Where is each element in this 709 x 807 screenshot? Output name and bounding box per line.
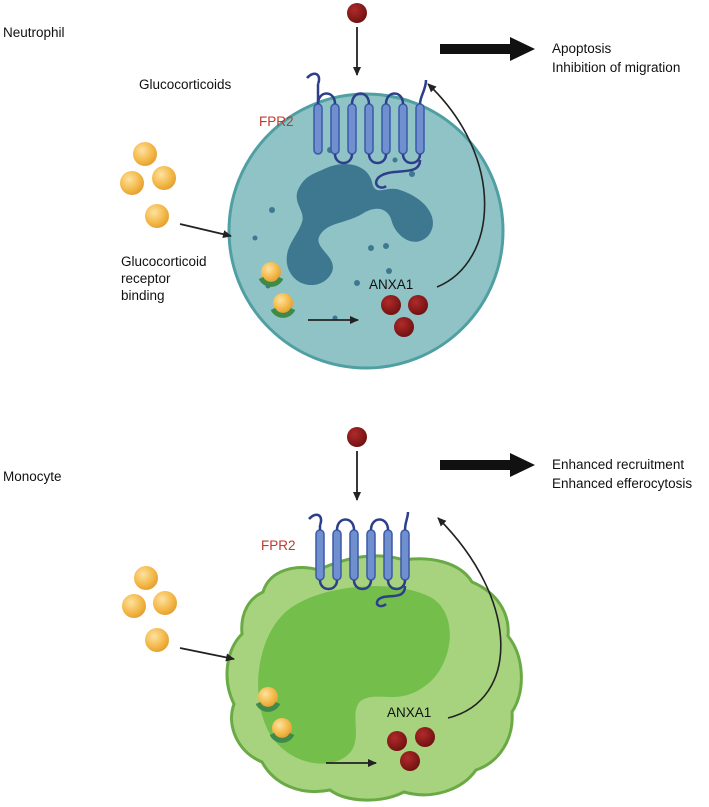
secretion-arrow-monocyte — [437, 517, 502, 719]
glucocorticoids-label: Glucocorticoids — [139, 77, 232, 92]
neutrophil-panel: Neutrophil Glucocorticoids FPR2 Glucocor… — [3, 3, 680, 370]
glucocorticoid-molecules-neutrophil — [120, 142, 176, 228]
neutrophil-label: Neutrophil — [3, 25, 65, 40]
neutrophil-granules — [252, 147, 415, 321]
anxa1-ligand-neutrophil — [347, 3, 367, 23]
binding-label-line-1: Glucocorticoid — [121, 254, 207, 269]
binding-label-line-2: receptor — [121, 271, 171, 286]
fpr2-receptor-neutrophil — [306, 72, 428, 189]
anxa1-proteins-neutrophil — [381, 295, 428, 337]
neutrophil-nucleus — [286, 163, 433, 286]
monocyte-label: Monocyte — [3, 469, 62, 484]
anxa1-proteins-monocyte — [387, 727, 435, 771]
fpr2-label-monocyte: FPR2 — [261, 538, 296, 553]
outcome-label-efferocytosis: Enhanced efferocytosis — [552, 476, 692, 491]
secretion-arrow-neutrophil — [427, 83, 486, 288]
outcome-label-recruitment: Enhanced recruitment — [552, 457, 684, 472]
monocyte-nucleus — [258, 586, 450, 764]
outcome-arrow-neutrophil — [440, 37, 535, 61]
binding-label-line-3: binding — [121, 288, 165, 303]
glucocorticoid-molecules-monocyte — [122, 566, 177, 652]
outcome-label-migration: Inhibition of migration — [552, 60, 680, 75]
anxa1-ligand-monocyte — [347, 427, 367, 447]
binding-arrow-monocyte — [179, 647, 235, 662]
anxa1-label-monocyte: ANXA1 — [387, 705, 431, 720]
fpr2-receptor-monocyte — [308, 511, 410, 608]
fpr2-label-neutrophil: FPR2 — [259, 114, 294, 129]
monocyte-panel: Monocyte FPR2 ANXA1 Enhanced recruitment… — [3, 427, 692, 802]
gc-receptor-complex-neutrophil — [258, 262, 296, 318]
binding-arrow-neutrophil — [179, 223, 232, 239]
outcome-arrow-monocyte — [440, 453, 535, 477]
outcome-label-apoptosis: Apoptosis — [552, 41, 612, 56]
anxa1-label-neutrophil: ANXA1 — [369, 277, 413, 292]
gc-receptor-complex-monocyte — [255, 687, 295, 743]
